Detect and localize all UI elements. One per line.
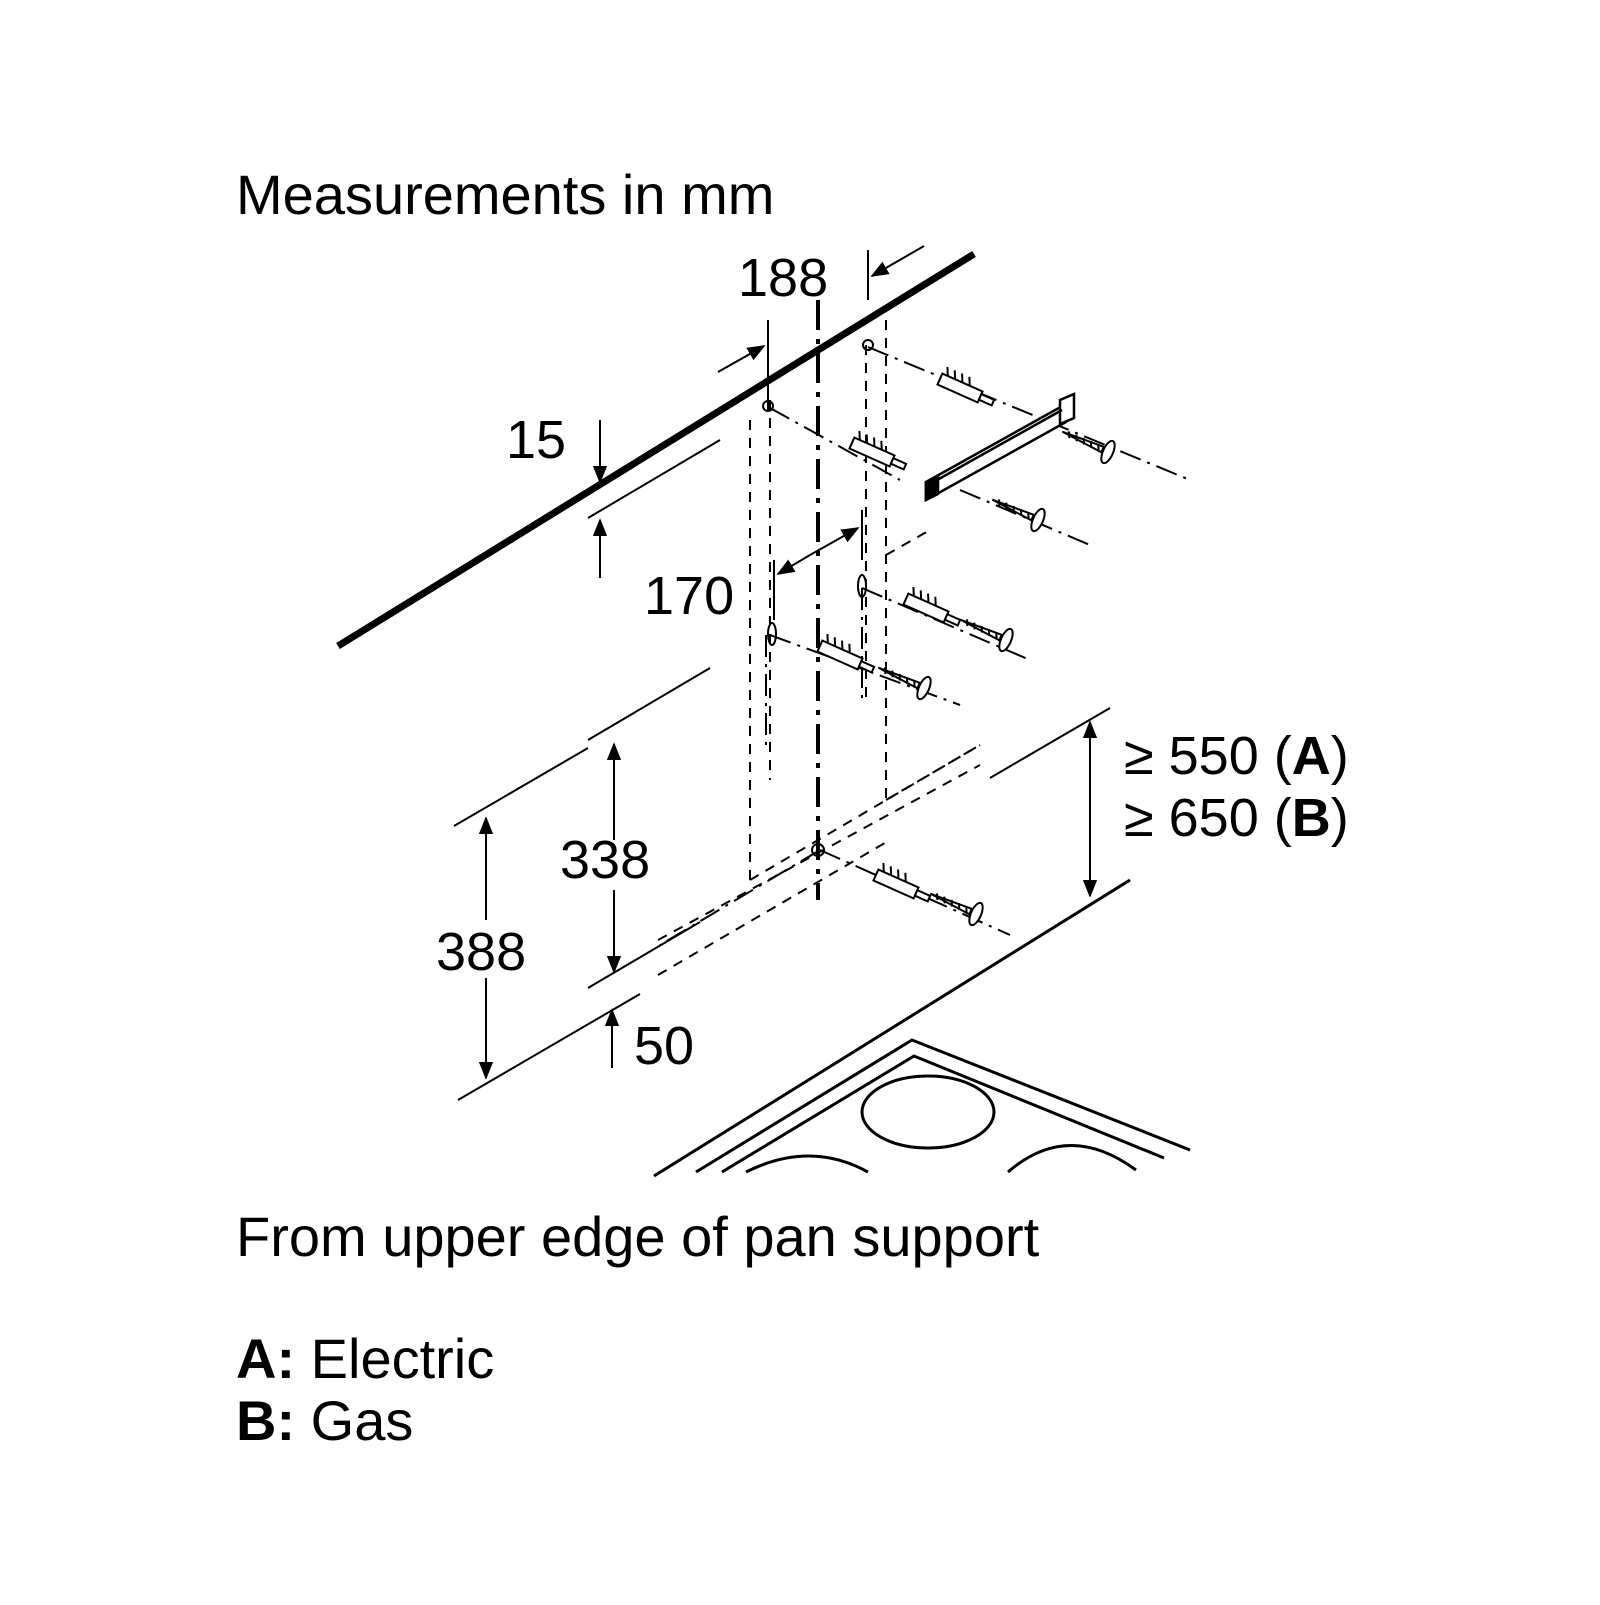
mounting-bracket	[924, 392, 1076, 503]
ceiling-line	[336, 251, 976, 649]
dimension-170-label: 170	[644, 566, 734, 626]
burner-front-left-icon	[745, 1154, 869, 1174]
dimension-188: 188	[717, 245, 925, 410]
construction-lines	[659, 346, 1191, 946]
diagram-title: Measurements in mm	[236, 163, 774, 226]
dimension-388: 388	[436, 747, 641, 1101]
reference-note: From upper edge of pan support	[236, 1205, 1040, 1268]
dimension-188-label: 188	[738, 248, 828, 308]
minimum-gas-label: ≥ 650 (B)	[1124, 788, 1349, 848]
dimension-388-label: 388	[436, 922, 526, 982]
dimension-50: 50	[604, 1008, 694, 1076]
dimension-170: 170	[644, 510, 863, 626]
chimney-outline	[657, 320, 981, 976]
legend-item-b: B: Gas	[236, 1389, 414, 1452]
minimum-electric-label: ≥ 550 (A)	[1124, 726, 1349, 786]
dimension-15: 15	[506, 410, 721, 578]
wall-plugs	[816, 367, 996, 903]
dimension-338-label: 338	[560, 830, 650, 890]
dimension-15-label: 15	[506, 410, 566, 470]
screws	[877, 430, 1116, 927]
dimension-338: 338	[560, 667, 711, 989]
cooktop	[653, 878, 1191, 1178]
burner-back-icon	[860, 1074, 996, 1150]
dimension-minimum-clearance: ≥ 550 (A) ≥ 650 (B)	[989, 707, 1349, 898]
legend-item-a: A: Electric	[236, 1327, 495, 1390]
legend: A: Electric B: Gas	[236, 1328, 494, 1452]
burner-front-right-icon	[1007, 1144, 1137, 1174]
dimension-50-label: 50	[634, 1016, 694, 1076]
